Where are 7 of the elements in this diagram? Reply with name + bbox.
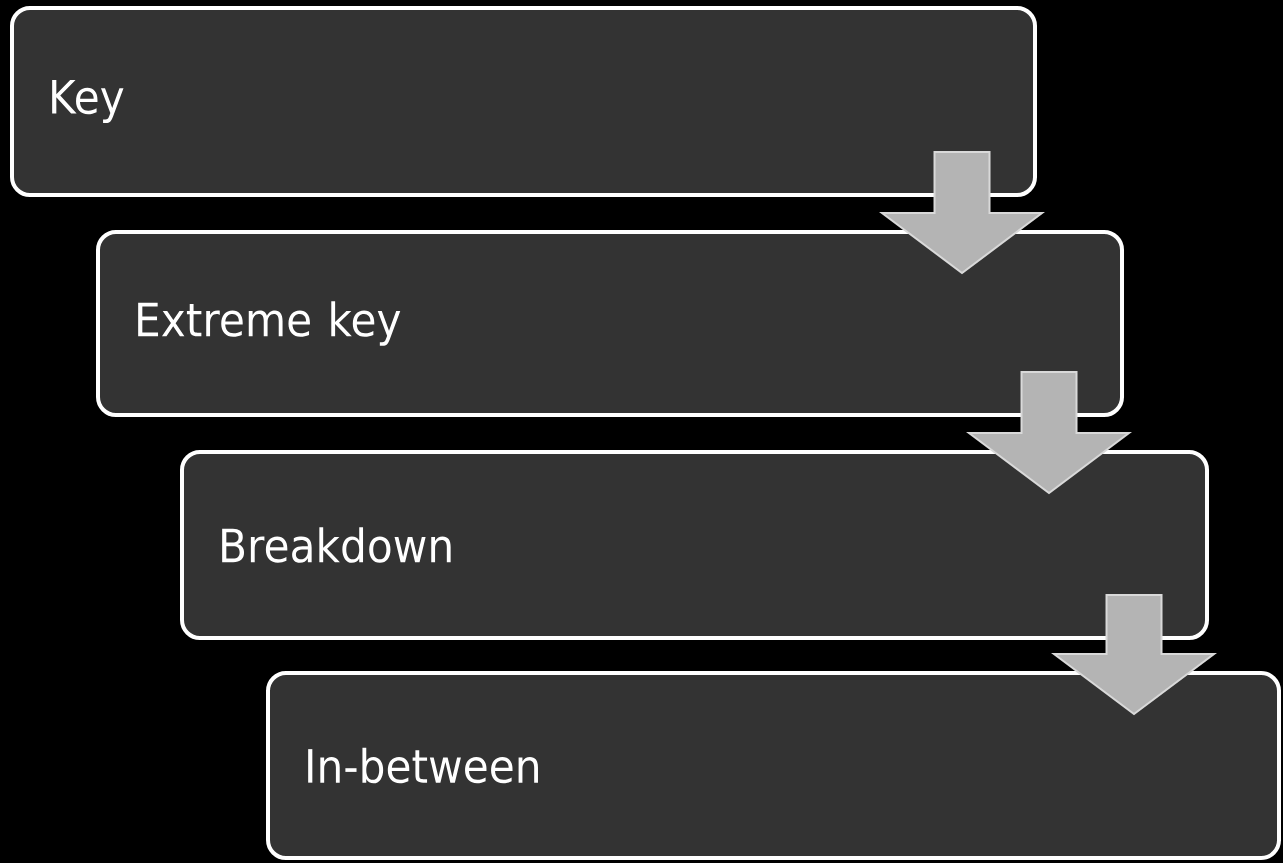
process-box: Extreme key	[96, 230, 1124, 417]
arrow	[879, 151, 1045, 275]
process-box: In-between	[266, 671, 1281, 860]
process-box: Breakdown	[180, 450, 1209, 640]
arrow	[966, 371, 1132, 495]
arrow	[1051, 594, 1217, 716]
process-box: Key	[10, 6, 1037, 197]
